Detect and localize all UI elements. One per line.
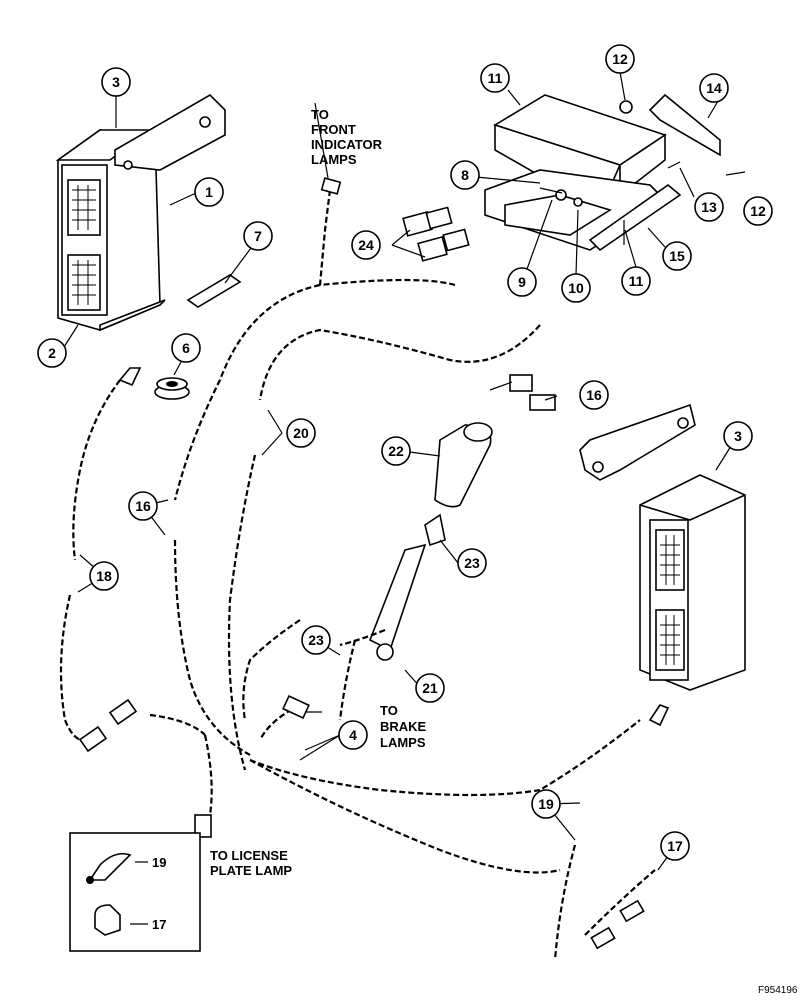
- callout-22: 22: [381, 436, 411, 466]
- svg-text:PLATE LAMP: PLATE LAMP: [210, 863, 292, 878]
- part-5-grommet: [154, 377, 190, 400]
- svg-text:11: 11: [629, 273, 644, 289]
- svg-text:24: 24: [358, 237, 374, 253]
- svg-text:10: 10: [568, 280, 584, 296]
- svg-text:12: 12: [750, 203, 766, 219]
- svg-text:FRONT: FRONT: [311, 122, 356, 137]
- svg-text:TO: TO: [311, 107, 329, 122]
- callout-7: 8: [450, 160, 480, 190]
- callout-15: 16: [579, 380, 609, 410]
- svg-text:4: 4: [349, 727, 357, 743]
- callout-23-right: 23: [457, 548, 487, 578]
- callout-11-center: 11: [621, 266, 651, 296]
- svg-text:13: 13: [701, 199, 717, 215]
- callout-23-left: 23: [301, 625, 331, 655]
- svg-text:22: 22: [388, 443, 404, 459]
- svg-text:16: 16: [135, 498, 151, 514]
- callout-16-left: 16: [128, 491, 158, 521]
- svg-text:LAMPS: LAMPS: [380, 735, 426, 750]
- part-6-channel: [186, 274, 242, 308]
- svg-text:17: 17: [667, 838, 683, 854]
- svg-text:1: 1: [205, 184, 213, 200]
- svg-text:7: 7: [254, 228, 262, 244]
- figure-id: F954196: [758, 985, 798, 996]
- callout-24: 24: [351, 230, 381, 260]
- svg-text:3: 3: [734, 428, 742, 444]
- svg-text:15: 15: [669, 248, 685, 264]
- svg-text:LAMPS: LAMPS: [311, 152, 357, 167]
- harness-connectors: [78, 177, 670, 950]
- left-lamp-housing: [55, 93, 226, 332]
- handle-assembly: [368, 422, 493, 661]
- callout-20: 20: [286, 418, 316, 448]
- callout-13: 14: [699, 73, 729, 103]
- svg-text:BRAKE: BRAKE: [380, 719, 427, 734]
- svg-text:11: 11: [488, 70, 503, 86]
- callout-3-right: 3: [723, 421, 753, 451]
- svg-text:20: 20: [293, 425, 309, 441]
- switch-connectors: [402, 206, 556, 411]
- svg-text:12: 12: [612, 51, 628, 67]
- wiring-harness: [59, 189, 656, 961]
- callout-9: 10: [561, 273, 591, 303]
- callout-11-right: 12: [743, 196, 773, 226]
- callout-16-right: 17: [660, 831, 690, 861]
- callout-17: 17: [152, 917, 166, 932]
- callout-3-left: 3: [101, 67, 131, 97]
- svg-text:19: 19: [538, 796, 554, 812]
- callout-12-top: 12: [605, 44, 635, 74]
- callout-10: 11: [480, 63, 510, 93]
- callout-18-left: 18: [89, 561, 119, 591]
- svg-text:2: 2: [48, 345, 56, 361]
- callout-21: 21: [415, 673, 445, 703]
- svg-text:18: 18: [96, 568, 112, 584]
- top-box-assembly: [484, 93, 746, 252]
- svg-text:16: 16: [586, 387, 602, 403]
- callout-12-right: 13: [694, 192, 724, 222]
- svg-text:8: 8: [461, 167, 469, 183]
- callout-1: 1: [194, 177, 224, 207]
- svg-text:21: 21: [422, 680, 438, 696]
- svg-text:TO: TO: [380, 703, 398, 718]
- svg-text:23: 23: [308, 632, 324, 648]
- right-lamp-housing: [579, 403, 746, 691]
- callout-19: 19: [152, 855, 166, 870]
- callout-8: 9: [507, 267, 537, 297]
- svg-text:17: 17: [152, 917, 166, 932]
- svg-text:9: 9: [518, 274, 526, 290]
- inset-parts-box: [69, 832, 201, 952]
- callout-4: 4: [338, 720, 368, 750]
- svg-text:6: 6: [182, 340, 190, 356]
- callout-14: 15: [662, 241, 692, 271]
- callout-18-right: 19: [531, 789, 561, 819]
- callout-2: 2: [37, 338, 67, 368]
- label-brake-lamps: TO BRAKE LAMPS: [380, 703, 427, 750]
- callout-5: 6: [171, 333, 201, 363]
- svg-text:TO LICENSE: TO LICENSE: [210, 848, 288, 863]
- label-front-indicator-lamps: TO FRONT INDICATOR LAMPS: [311, 107, 383, 167]
- svg-text:23: 23: [464, 555, 480, 571]
- label-license-plate-lamp: TO LICENSE PLATE LAMP: [210, 848, 292, 878]
- svg-text:INDICATOR: INDICATOR: [311, 137, 383, 152]
- svg-text:19: 19: [152, 855, 166, 870]
- svg-text:3: 3: [112, 74, 120, 90]
- svg-text:14: 14: [706, 80, 722, 96]
- callout-6: 7: [243, 221, 273, 251]
